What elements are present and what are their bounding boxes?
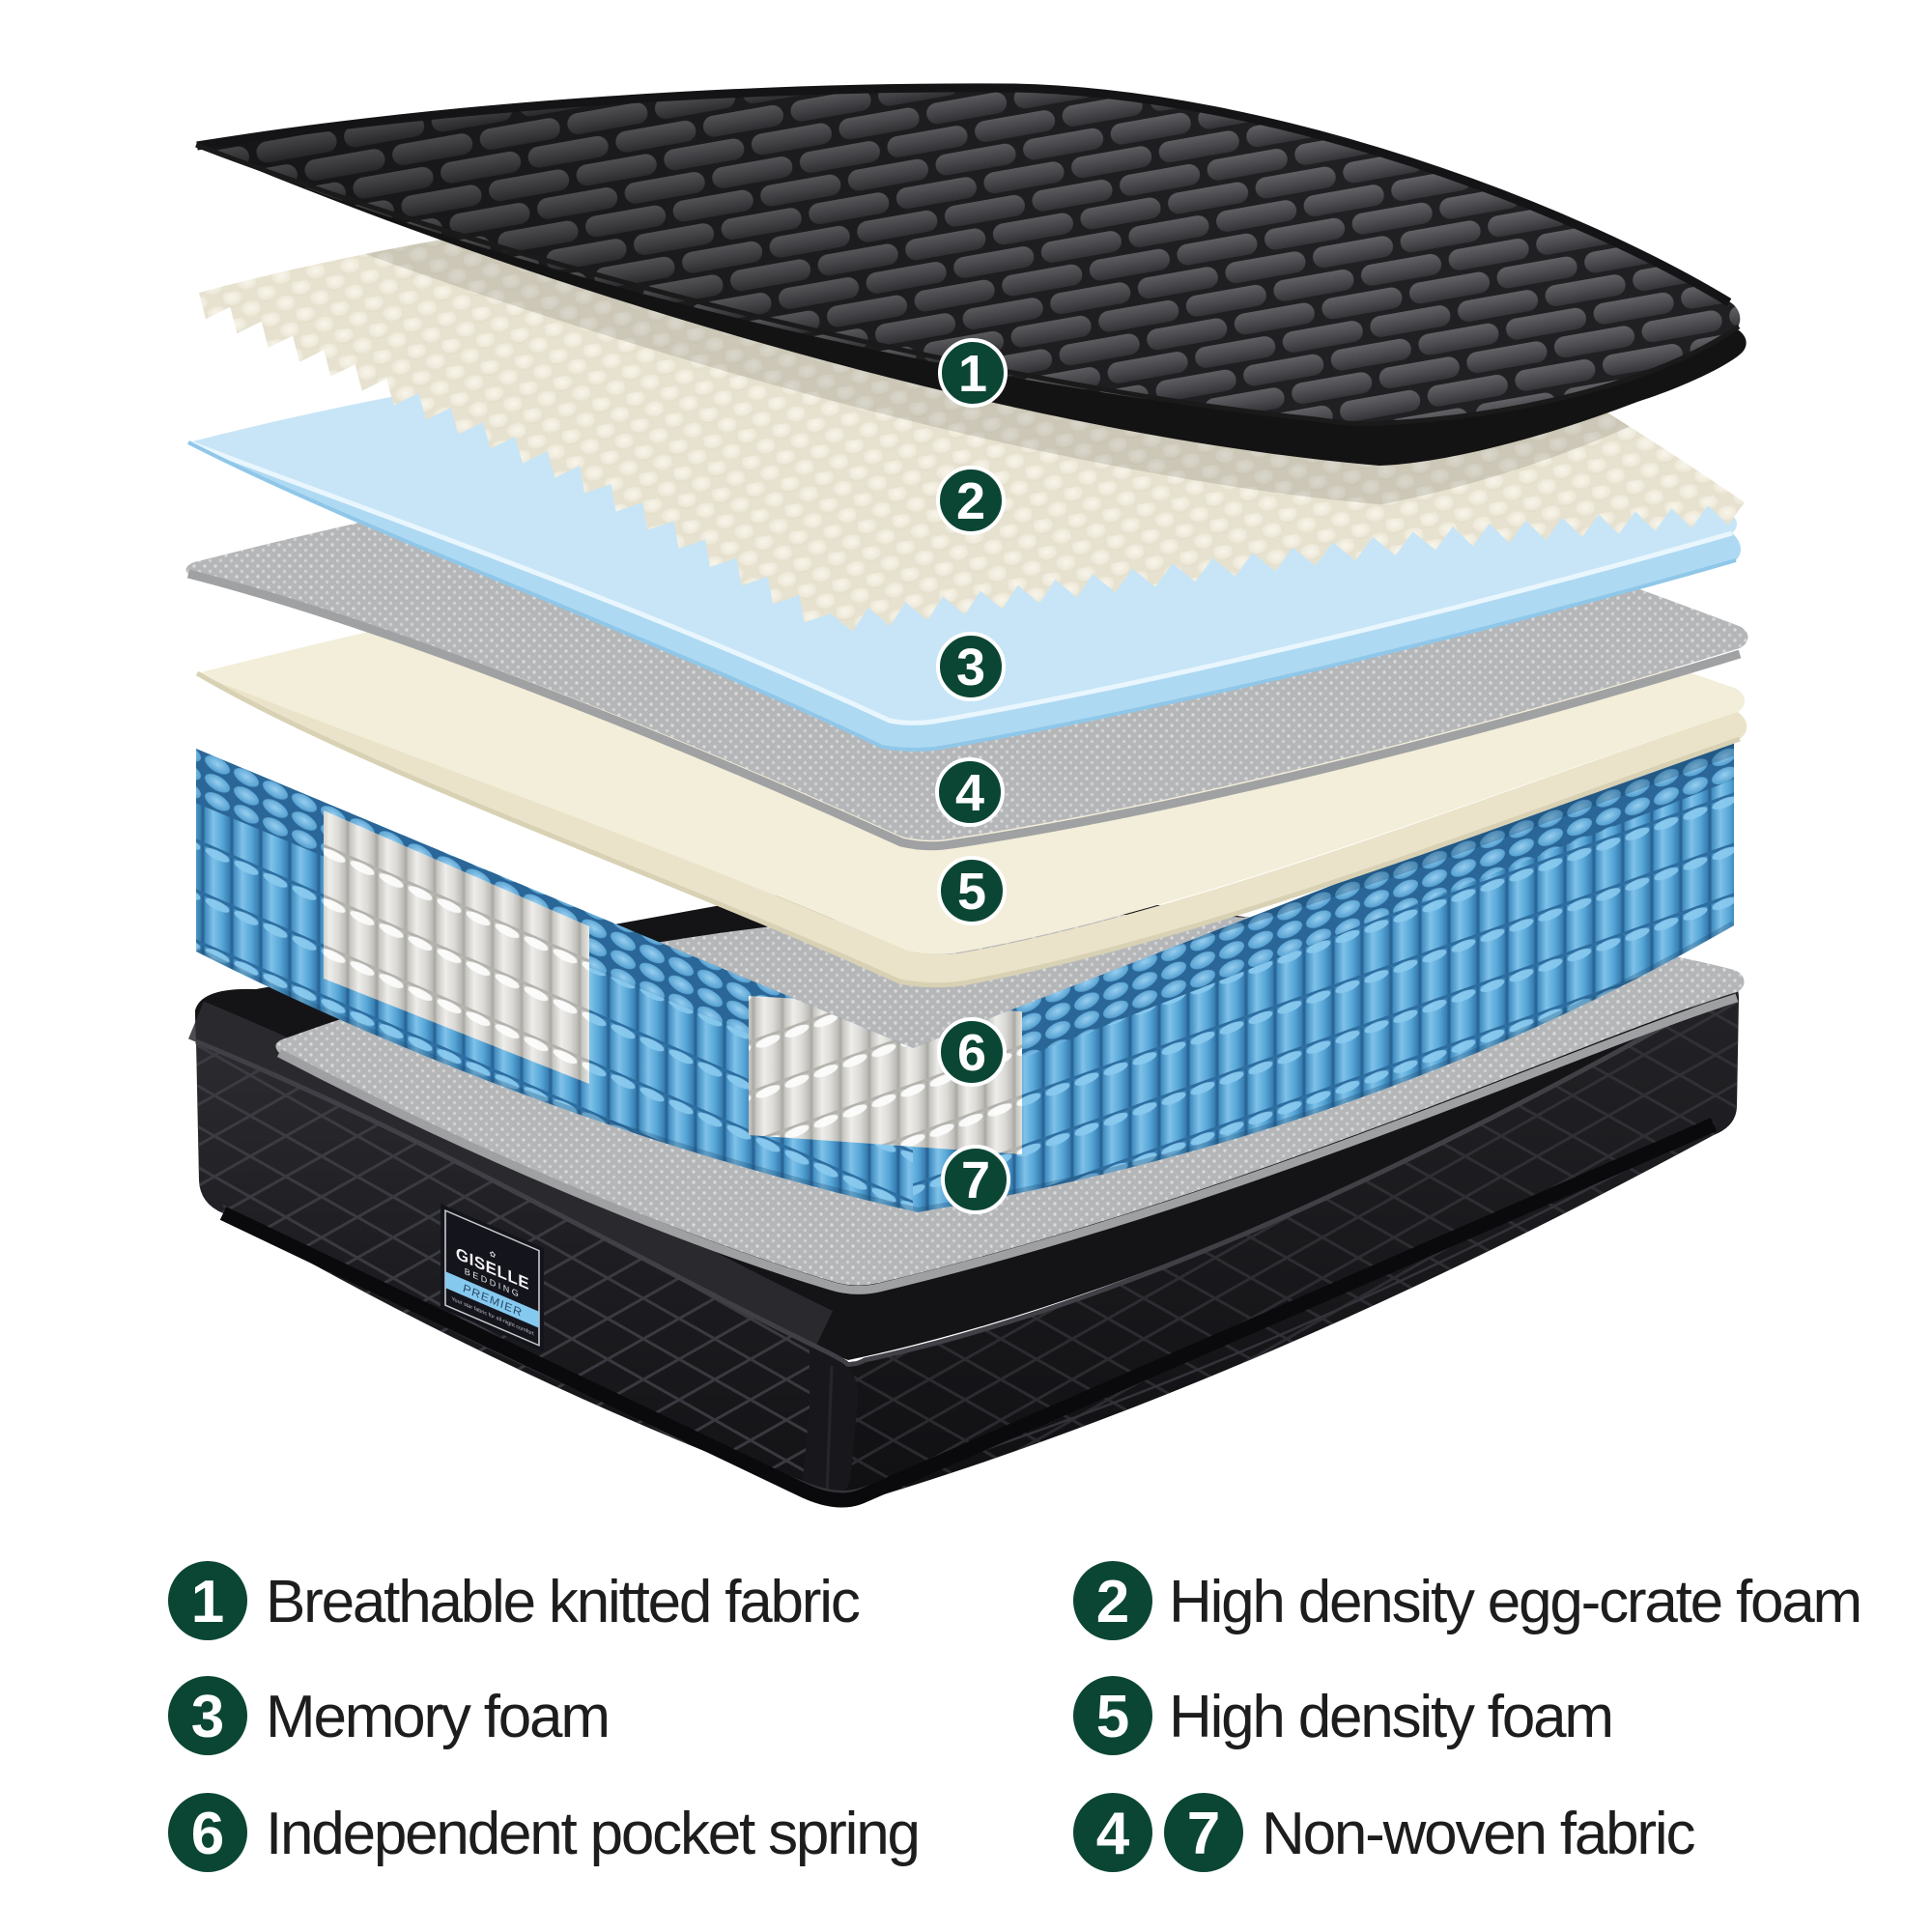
svg-text:5: 5: [1096, 1684, 1129, 1750]
svg-text:5: 5: [957, 863, 986, 921]
svg-text:1: 1: [191, 1569, 224, 1635]
svg-text:Memory foam: Memory foam: [266, 1684, 609, 1750]
svg-text:7: 7: [961, 1151, 990, 1209]
svg-text:7: 7: [1187, 1801, 1220, 1867]
svg-text:1: 1: [958, 345, 987, 403]
svg-text:4: 4: [1096, 1801, 1130, 1867]
svg-text:Breathable knitted fabric: Breathable knitted fabric: [266, 1569, 860, 1635]
svg-text:High density egg-crate foam: High density egg-crate foam: [1169, 1569, 1861, 1635]
svg-text:2: 2: [1096, 1569, 1129, 1635]
svg-text:Independent pocket spring: Independent pocket spring: [266, 1801, 919, 1867]
svg-text:6: 6: [957, 1024, 986, 1082]
svg-text:6: 6: [191, 1801, 224, 1867]
svg-text:3: 3: [191, 1684, 224, 1750]
svg-text:2: 2: [956, 472, 985, 530]
svg-text:High density foam: High density foam: [1169, 1684, 1612, 1750]
svg-text:Non-woven fabric: Non-woven fabric: [1262, 1801, 1694, 1867]
svg-text:3: 3: [956, 639, 985, 696]
svg-text:4: 4: [955, 764, 984, 822]
svg-text:✿: ✿: [490, 1248, 497, 1260]
